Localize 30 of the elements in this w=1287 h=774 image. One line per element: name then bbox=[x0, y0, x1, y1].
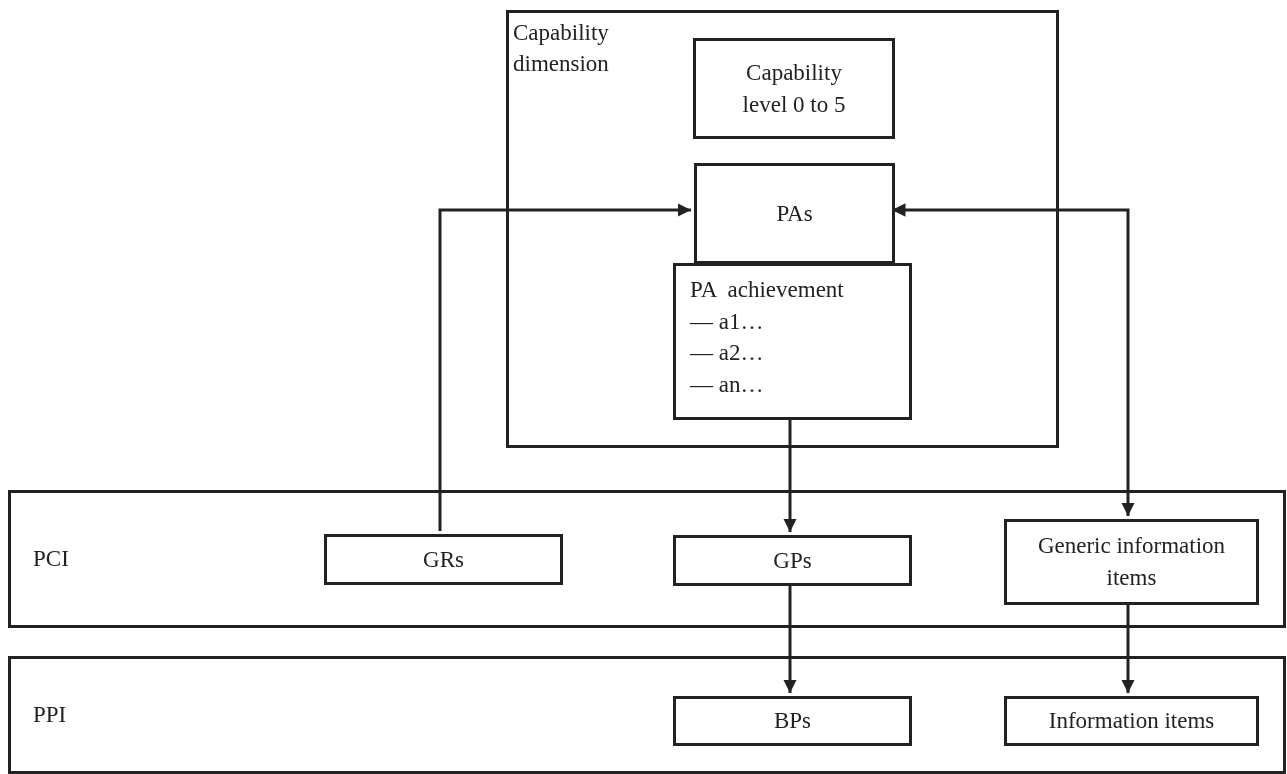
process-box bbox=[1004, 519, 1259, 605]
process-box bbox=[1004, 696, 1259, 746]
list-item: — a1… bbox=[690, 307, 764, 336]
list-item: — a2… bbox=[690, 339, 764, 368]
layer-band bbox=[8, 490, 1286, 628]
box-label: Generic information items bbox=[1036, 532, 1227, 592]
arrow bbox=[783, 583, 797, 693]
process-box bbox=[673, 263, 912, 420]
process-box bbox=[694, 163, 895, 264]
box-label: Information items bbox=[1048, 707, 1215, 736]
process-box bbox=[693, 38, 895, 139]
arrow bbox=[892, 203, 1135, 516]
box-label: GPs bbox=[773, 546, 812, 575]
frame-heading: Capability dimension bbox=[513, 19, 610, 79]
box-label: GRs bbox=[423, 545, 464, 574]
list-item: — an… bbox=[690, 371, 764, 400]
box-label: Capability level 0 to 5 bbox=[741, 58, 847, 119]
box-heading: PA achievement bbox=[690, 276, 844, 304]
arrow bbox=[1121, 602, 1135, 693]
arrow bbox=[783, 417, 797, 532]
layer-band bbox=[8, 656, 1286, 774]
process-box bbox=[324, 534, 563, 585]
layer-label: PPI bbox=[33, 702, 67, 728]
box-label: PAs bbox=[776, 199, 813, 228]
layer-label: PCI bbox=[33, 546, 69, 572]
arrow bbox=[438, 203, 691, 531]
box-label: BPs bbox=[773, 707, 812, 736]
dimension-frame bbox=[506, 10, 1059, 448]
process-box bbox=[673, 535, 912, 586]
process-box bbox=[673, 696, 912, 746]
